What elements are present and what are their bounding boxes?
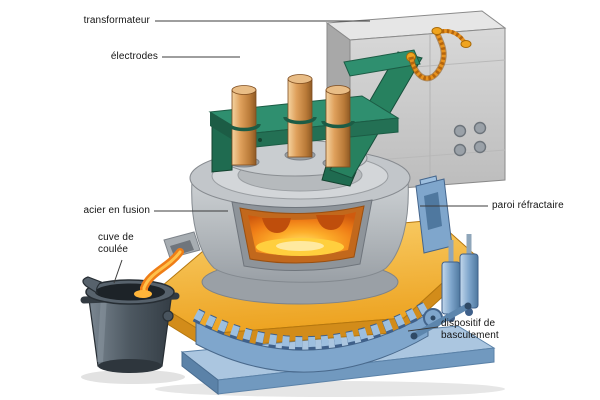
- label-pouring-ladle: cuve de coulée: [98, 232, 134, 256]
- knob: [453, 124, 467, 138]
- stream-core: [142, 250, 182, 296]
- cavity-arch-right: [316, 215, 345, 230]
- ladle-trunnion: [162, 310, 174, 322]
- stream-splash: [134, 290, 152, 298]
- cable-jumper-texture: [436, 29, 467, 45]
- leader-tilting-device: [407, 326, 439, 332]
- ladle-base: [98, 359, 162, 373]
- electrode-1: [231, 85, 257, 166]
- label-tilting-device-line2: basculement: [441, 330, 499, 341]
- cable-gland-1: [431, 27, 443, 35]
- power-cable: [406, 27, 472, 82]
- side-bracket: [415, 175, 453, 254]
- electrode-2: [287, 74, 313, 158]
- knob: [453, 143, 467, 157]
- electrode-body: [325, 89, 351, 168]
- hydraulic-cylinder-rear: [441, 261, 461, 315]
- cable-coil-texture: [409, 32, 446, 81]
- label-refractory-wall: paroi réfractaire: [492, 200, 564, 212]
- ladle-highlight: [97, 295, 107, 363]
- electrode-support-frame: [208, 49, 423, 187]
- tilting-mechanism: [410, 234, 479, 340]
- cylinder-pin: [465, 308, 473, 316]
- label-tilting-device: dispositif de basculement: [441, 318, 499, 342]
- electrodes-group: [227, 74, 355, 168]
- knob: [473, 140, 487, 154]
- top-beam: [343, 49, 421, 77]
- hydraulic-cylinder-front: [459, 253, 479, 309]
- leader-ladle: [113, 259, 123, 284]
- label-electrodes-text: électrodes: [110, 51, 158, 62]
- electrode-top: [287, 74, 313, 84]
- pouring-ladle: [80, 276, 180, 373]
- clamp-ring-2: [283, 116, 317, 125]
- ladle-interior: [95, 283, 165, 301]
- ladle-spout: [82, 276, 103, 295]
- clamp-ring-3: [321, 120, 355, 129]
- electrode-top: [231, 85, 257, 95]
- molten-stream: [134, 248, 184, 298]
- furnace-cutaway: [231, 199, 373, 272]
- label-transformer: transformateur: [84, 15, 150, 27]
- electrode-body: [287, 78, 313, 158]
- tilt-strut: [411, 303, 471, 339]
- base-side: [181, 350, 219, 396]
- strut-pin: [410, 332, 418, 340]
- bracket-slot: [424, 192, 442, 230]
- clamp-ring-1: [227, 123, 261, 132]
- label-refractory-wall-text: paroi réfractaire: [492, 200, 564, 211]
- ladle-shadow: [81, 370, 185, 384]
- cavity-arch-left: [262, 218, 291, 233]
- transformer-knobs: [453, 121, 487, 157]
- knob: [473, 121, 487, 135]
- label-molten-steel-text: acier en fusion: [83, 205, 150, 216]
- electrode-3: [325, 85, 351, 168]
- label-tilting-device-line1: dispositif de: [441, 318, 496, 329]
- leader-lines: [113, 20, 488, 332]
- gear-teeth: [193, 301, 431, 347]
- label-pouring-ladle-line1: cuve de: [98, 232, 134, 243]
- label-pouring-ladle-line2: coulée: [98, 244, 129, 255]
- label-transformer-text: transformateur: [83, 15, 150, 26]
- electrode-top: [325, 85, 351, 95]
- strut-pin: [464, 302, 472, 310]
- cable-gland-2: [460, 40, 472, 48]
- label-electrodes: électrodes: [111, 51, 158, 63]
- plate-bolt: [258, 138, 262, 142]
- pinion-axle: [430, 315, 436, 321]
- molten-steel-glow: [276, 241, 324, 251]
- label-molten-steel: acier en fusion: [83, 205, 150, 217]
